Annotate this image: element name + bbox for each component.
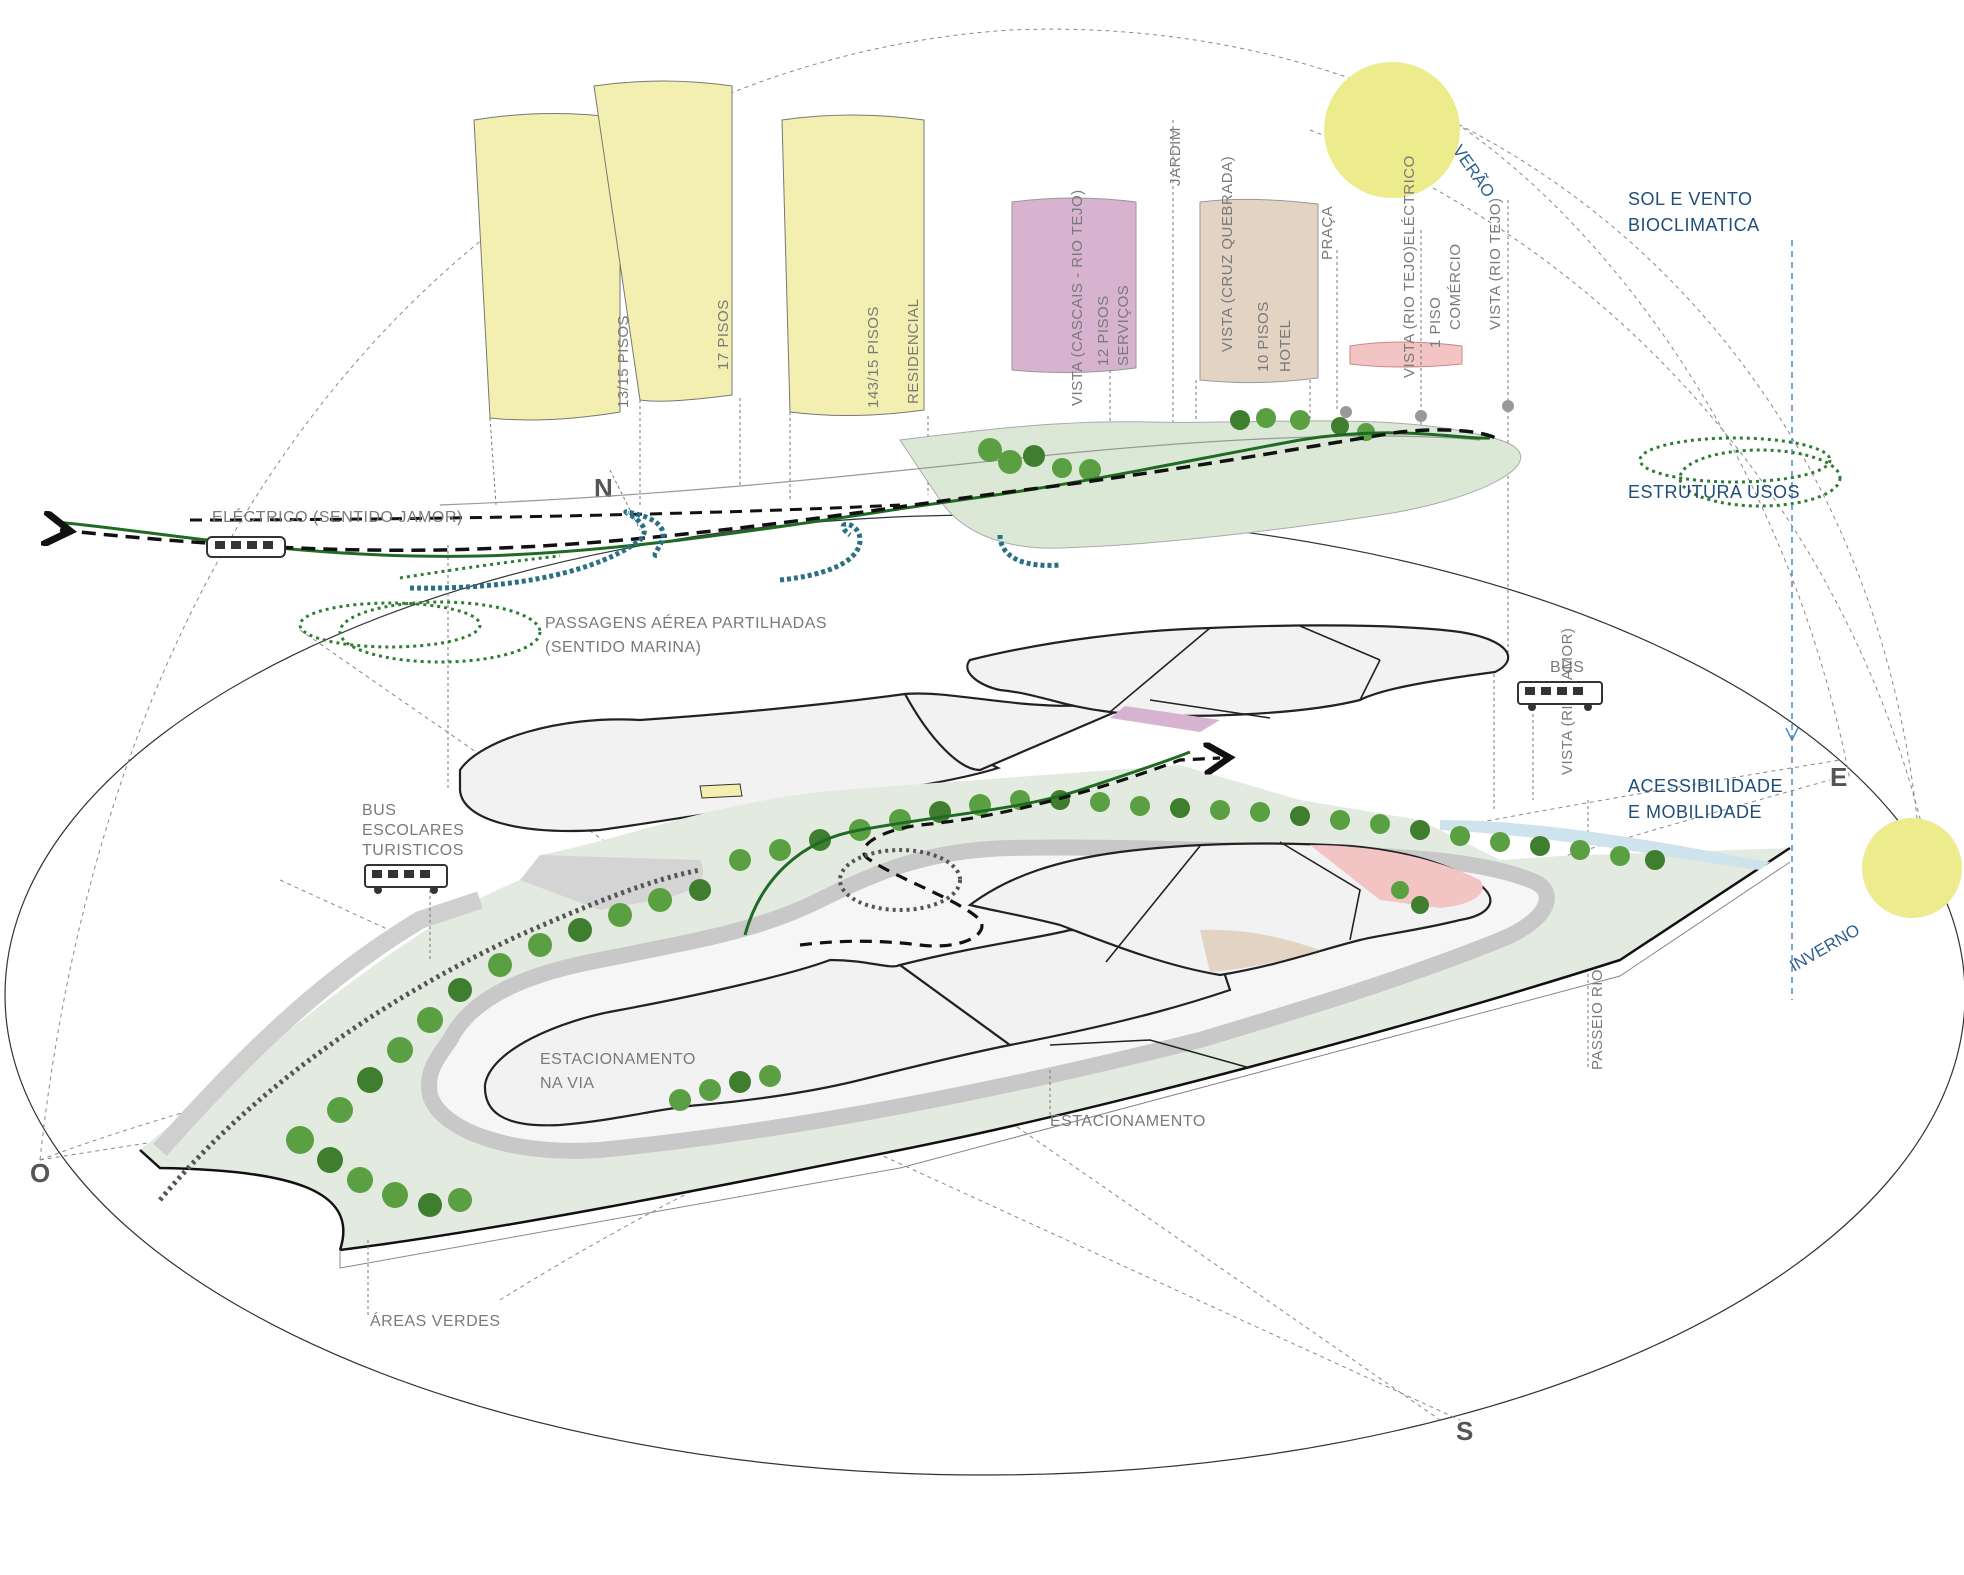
view-labels: JARDIM PRAÇA VISTA (RIO TEJO)ELÉCTRICO 1… bbox=[1167, 120, 1606, 1070]
svg-text:143/15 PISOS: 143/15 PISOS bbox=[865, 306, 882, 408]
winter-sun bbox=[1862, 818, 1962, 918]
legend-acess-2: E MOBILIDADE bbox=[1628, 802, 1762, 822]
tram-label: ELÉCTRICO (SENTIDO JAMOR) bbox=[212, 507, 463, 526]
hotel-tower: VISTA (CRUZ QUEBRADA) 10 PISOS HOTEL bbox=[1199, 156, 1319, 384]
river-strip bbox=[1440, 820, 1770, 870]
svg-text:VISTA (CRUZ QUEBRADA): VISTA (CRUZ QUEBRADA) bbox=[1219, 156, 1236, 352]
bus-icon-left bbox=[364, 864, 448, 894]
svg-text:10 PISOS: 10 PISOS bbox=[1255, 301, 1272, 372]
label-inverno: INVERNO bbox=[1787, 920, 1864, 975]
legend-acess-1: ACESSIBILIDADE bbox=[1628, 776, 1783, 796]
passages-label-1: PASSAGENS AÉREA PARTILHADAS bbox=[545, 613, 827, 632]
ground-plates bbox=[483, 841, 1492, 1127]
services-tower: VISTA (CASCAIS - RIO TEJO) 12 PISOS SERV… bbox=[1011, 189, 1137, 406]
commerce-block bbox=[1349, 341, 1463, 368]
upper-plaza-trees bbox=[978, 408, 1375, 481]
svg-text:COMÉRCIO: COMÉRCIO bbox=[1447, 244, 1464, 331]
bus-left-label-1: BUS bbox=[362, 802, 396, 819]
aerial-passages bbox=[409, 509, 1061, 591]
upper-plaza bbox=[899, 420, 1522, 549]
legend-sol-2: BIOCLIMATICA bbox=[1628, 215, 1760, 235]
cardinal-west: O bbox=[30, 1158, 50, 1188]
svg-text:VISTA (RIO TEJO): VISTA (RIO TEJO) bbox=[1487, 198, 1504, 330]
residential-tower-2: 17 PISOS bbox=[593, 80, 733, 402]
svg-text:RESIDENCIAL: RESIDENCIAL bbox=[905, 298, 922, 404]
parking-street-label-1: ESTACIONAMENTO bbox=[540, 1051, 696, 1068]
middle-roof-plates bbox=[458, 624, 1510, 833]
residential-tower-3: 143/15 PISOS RESIDENCIAL bbox=[781, 114, 925, 417]
svg-text:1 PISO: 1 PISO bbox=[1427, 297, 1444, 348]
ground-routes bbox=[158, 752, 1220, 1202]
bus-left-label-2: ESCOLARES bbox=[362, 822, 464, 839]
label-verao: VERÃO bbox=[1449, 141, 1499, 201]
parking-street-label-2: NA VIA bbox=[540, 1075, 595, 1092]
svg-text:17 PISOS: 17 PISOS bbox=[715, 299, 732, 370]
legend-estrutura: ESTRUTURA USOS bbox=[1628, 482, 1800, 502]
cardinal-north: N bbox=[594, 473, 613, 503]
svg-text:JARDIM: JARDIM bbox=[1167, 127, 1184, 186]
green-areas-label: ÁREAS VERDES bbox=[370, 1311, 500, 1330]
passages-label-2: (SENTIDO MARINA) bbox=[545, 639, 701, 656]
svg-text:VISTA (RIO TEJO)ELÉCTRICO: VISTA (RIO TEJO)ELÉCTRICO bbox=[1401, 155, 1418, 378]
summer-sun bbox=[1324, 62, 1460, 198]
parking-label: ESTACIONAMENTO bbox=[1050, 1113, 1206, 1130]
svg-text:SERVIÇOS: SERVIÇOS bbox=[1115, 285, 1132, 366]
bus-right-label: BUS bbox=[1550, 659, 1584, 676]
structure-spirals bbox=[298, 436, 1842, 664]
svg-text:HOTEL: HOTEL bbox=[1277, 319, 1294, 372]
bus-left-label-3: TURISTICOS bbox=[362, 842, 464, 859]
tram-icon bbox=[206, 536, 286, 558]
tram-route bbox=[55, 428, 1501, 558]
svg-text:13/15 PISOS: 13/15 PISOS bbox=[615, 315, 632, 408]
svg-text:VISTA (CASCAIS - RIO TEJO): VISTA (CASCAIS - RIO TEJO) bbox=[1069, 189, 1086, 406]
legend-sol-1: SOL E VENTO bbox=[1628, 189, 1753, 209]
bus-icon-right bbox=[1517, 681, 1603, 711]
svg-text:12 PISOS: 12 PISOS bbox=[1095, 295, 1112, 366]
cardinal-south: S bbox=[1456, 1416, 1473, 1446]
svg-text:PRAÇA: PRAÇA bbox=[1319, 206, 1336, 260]
cardinal-east: E bbox=[1830, 762, 1847, 792]
